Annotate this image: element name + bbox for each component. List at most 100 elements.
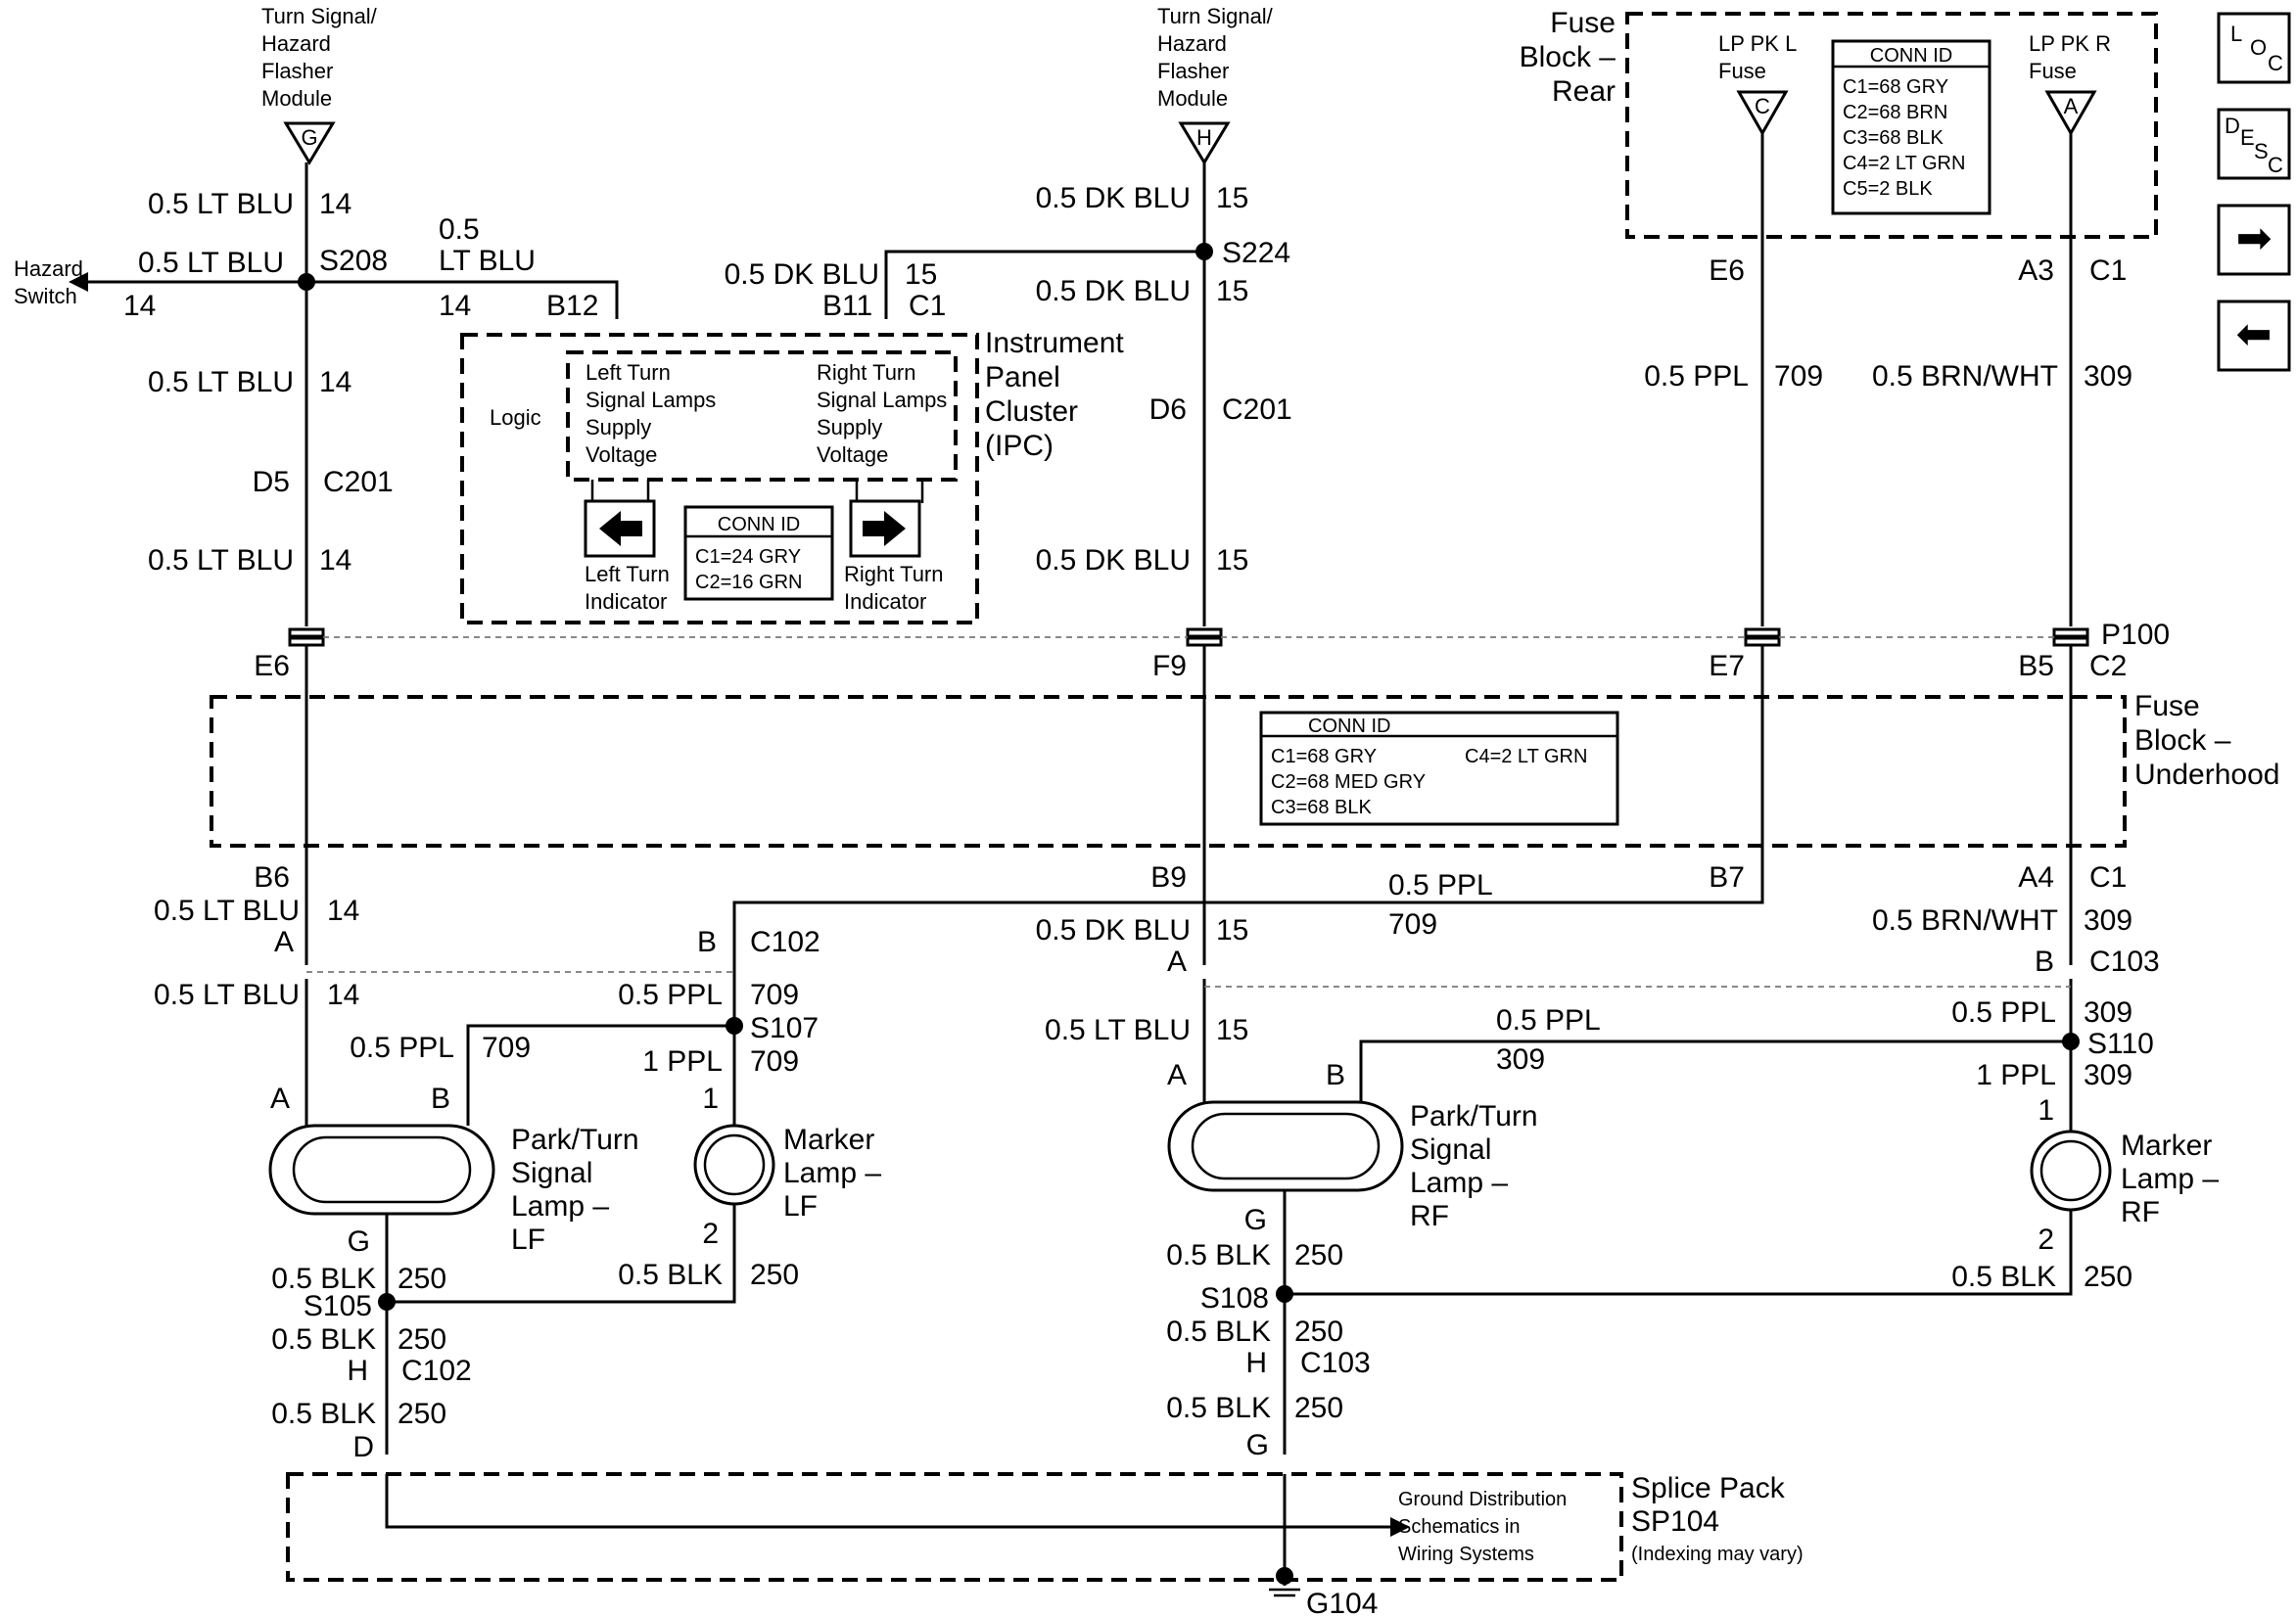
svg-text:709: 709 — [750, 979, 799, 1011]
svg-text:B: B — [1326, 1059, 1345, 1091]
svg-text:14: 14 — [123, 290, 156, 322]
svg-text:F9: F9 — [1152, 650, 1187, 682]
flasher-terminal-g: G — [283, 121, 336, 165]
svg-text:0.5 DK BLU: 0.5 DK BLU — [1036, 544, 1191, 577]
svg-text:C102: C102 — [401, 1355, 472, 1387]
svg-text:14: 14 — [439, 290, 471, 322]
svg-text:0.5 LT BLU: 0.5 LT BLU — [138, 247, 284, 279]
svg-text:15: 15 — [1216, 275, 1248, 307]
svg-text:0.5 PPL: 0.5 PPL — [1644, 360, 1749, 393]
svg-text:0.5 BLK: 0.5 BLK — [1166, 1239, 1271, 1271]
svg-text:309: 309 — [2084, 904, 2132, 937]
svg-text:S224: S224 — [1222, 237, 1290, 269]
svg-text:B: B — [431, 1083, 450, 1115]
svg-text:Cluster: Cluster — [985, 395, 1078, 428]
svg-text:S208: S208 — [319, 245, 388, 277]
ground-g104-label: G104 — [1306, 1588, 1378, 1617]
svg-text:B7: B7 — [1709, 861, 1745, 894]
svg-text:14: 14 — [319, 188, 351, 220]
p100-connectors — [288, 627, 2089, 647]
right-turn-indicator-icon — [849, 499, 921, 558]
svg-text:Fuse: Fuse — [2029, 59, 2077, 83]
svg-text:E: E — [2240, 125, 2255, 150]
svg-text:C4=2 LT GRN: C4=2 LT GRN — [1843, 153, 1965, 174]
svg-text:Block –: Block – — [2134, 724, 2231, 757]
svg-text:Underhood: Underhood — [2134, 759, 2279, 791]
svg-text:C103: C103 — [2089, 946, 2160, 978]
svg-text:Indicator: Indicator — [585, 589, 667, 614]
desc-button[interactable]: D E S C — [2217, 108, 2291, 180]
svg-text:309: 309 — [2084, 360, 2132, 393]
svg-text:C1: C1 — [909, 290, 946, 322]
svg-text:0.5 BLK: 0.5 BLK — [271, 1398, 376, 1430]
ipc-left-supply-label: Left Turn Signal Lamps Supply Voltage — [586, 360, 716, 467]
svg-text:LP PK L: LP PK L — [1718, 31, 1797, 56]
svg-text:Indicator: Indicator — [844, 589, 926, 614]
svg-text:A: A — [1167, 946, 1187, 978]
svg-text:C: C — [2268, 153, 2283, 177]
left-arrow-icon: ⬅ — [2236, 310, 2273, 358]
next-arrow-button[interactable]: ➡ — [2217, 204, 2291, 276]
svg-text:709: 709 — [1774, 360, 1823, 393]
svg-text:0.5 DK BLU: 0.5 DK BLU — [1036, 275, 1191, 307]
svg-text:B: B — [697, 926, 717, 958]
right-turn-indicator-label: Right Turn Indicator — [844, 562, 944, 614]
svg-text:0.5 BLK: 0.5 BLK — [271, 1323, 376, 1356]
splice-points — [298, 243, 2080, 1585]
svg-text:0.5 DK BLU: 0.5 DK BLU — [1036, 914, 1191, 947]
svg-text:L: L — [2230, 22, 2242, 46]
svg-text:C5=2 BLK: C5=2 BLK — [1843, 178, 1933, 200]
svg-text:Module: Module — [261, 86, 332, 111]
splice-pack-label: Splice Pack SP104 (Indexing may vary) — [1631, 1472, 1804, 1565]
svg-text:P100: P100 — [2101, 619, 2170, 651]
svg-text:0.5 LT BLU: 0.5 LT BLU — [148, 544, 294, 577]
svg-text:C2=68 BRN: C2=68 BRN — [1843, 102, 1947, 123]
svg-text:0.5 LT BLU: 0.5 LT BLU — [148, 188, 294, 220]
left-turn-indicator-icon — [584, 499, 656, 558]
svg-text:250: 250 — [750, 1259, 799, 1291]
svg-text:S108: S108 — [1200, 1282, 1269, 1315]
svg-text:0.5: 0.5 — [439, 213, 480, 246]
svg-text:C1: C1 — [2089, 254, 2127, 287]
svg-text:C102: C102 — [750, 926, 820, 958]
svg-text:Turn Signal/: Turn Signal/ — [261, 4, 378, 28]
svg-text:Block –: Block – — [1520, 41, 1617, 73]
svg-text:G: G — [1246, 1429, 1269, 1461]
svg-text:A: A — [274, 926, 294, 958]
svg-text:LF: LF — [511, 1224, 545, 1256]
svg-text:0.5 PPL: 0.5 PPL — [1388, 869, 1493, 901]
svg-text:Signal: Signal — [1410, 1133, 1491, 1166]
svg-text:14: 14 — [319, 366, 351, 398]
svg-text:C201: C201 — [323, 466, 394, 498]
svg-text:Schematics in: Schematics in — [1398, 1516, 1521, 1538]
svg-text:Marker: Marker — [2121, 1130, 2212, 1162]
fuse-block-rear-outline — [1625, 12, 2158, 239]
right-arrow-icon: ➡ — [2236, 214, 2273, 262]
splice-s208 — [298, 273, 315, 291]
svg-text:Marker: Marker — [783, 1124, 874, 1156]
svg-text:CONN ID: CONN ID — [1870, 45, 1952, 67]
svg-text:S: S — [2254, 139, 2269, 163]
svg-text:250: 250 — [398, 1323, 446, 1356]
svg-text:0.5 PPL: 0.5 PPL — [1951, 996, 2056, 1029]
svg-text:0.5 LT BLU: 0.5 LT BLU — [1045, 1014, 1191, 1046]
svg-text:Park/Turn: Park/Turn — [511, 1124, 639, 1156]
svg-text:C3=68 BLK: C3=68 BLK — [1271, 797, 1373, 818]
svg-text:H: H — [1245, 1347, 1267, 1379]
svg-text:309: 309 — [2084, 996, 2132, 1029]
svg-text:Turn Signal/: Turn Signal/ — [1157, 4, 1274, 28]
park-turn-lamp-lf-icon — [268, 1124, 495, 1216]
svg-text:LF: LF — [783, 1190, 818, 1223]
splice-pack-outline — [286, 1472, 1623, 1582]
prev-arrow-button[interactable]: ⬅ — [2217, 300, 2291, 372]
conn-id-underhood: CONN ID C1=68 GRY C2=68 MED GRY C3=68 BL… — [1259, 711, 1619, 826]
svg-text:G: G — [1244, 1204, 1267, 1236]
svg-text:(Indexing may vary): (Indexing may vary) — [1631, 1544, 1804, 1565]
svg-text:C: C — [1755, 94, 1770, 118]
svg-text:Supply: Supply — [586, 415, 651, 439]
svg-text:D6: D6 — [1149, 393, 1187, 426]
loc-button[interactable]: L O C — [2217, 12, 2291, 84]
svg-text:Right Turn: Right Turn — [844, 562, 944, 586]
svg-text:A: A — [1167, 1059, 1187, 1091]
svg-text:Right Turn: Right Turn — [817, 360, 916, 385]
